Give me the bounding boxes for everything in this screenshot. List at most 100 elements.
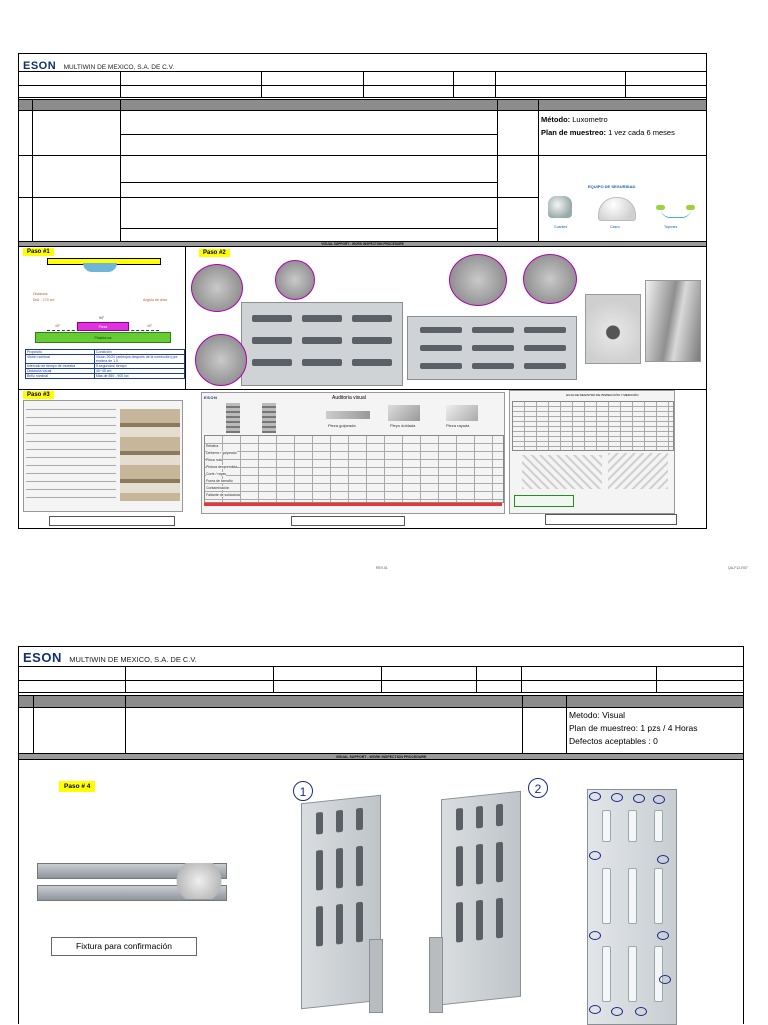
inspection-point (589, 931, 601, 940)
inspection-sheet-page-1: ESON MULTIWIN DE MEXICO, S.A. DE C.V. Mé… (18, 53, 707, 529)
earplugs-icon (656, 199, 696, 219)
inspection-point (657, 931, 669, 940)
fixture-photo (37, 863, 227, 901)
distance-value: Dist. : 170 cm (33, 298, 55, 302)
angle-right: 45° (147, 324, 153, 328)
spec-cell: 40~45 cm (96, 369, 112, 373)
plan-label: Plan de muestreo: (541, 128, 607, 137)
defects-line: Defectos aceptables : 0 (569, 736, 658, 746)
auditoria-row: Rebaba (206, 444, 219, 448)
step-2-label: Paso #2 (199, 249, 230, 257)
defect-label-3: Pieza rayada (446, 423, 470, 428)
step-1-label: Paso #1 (23, 248, 54, 256)
defect-label-2: Pleyo doblada (390, 423, 416, 428)
spec-cell: Propósito (26, 350, 95, 354)
magnifier-right-2 (523, 254, 577, 304)
auditoria-row: Deforme / golpeado (206, 451, 237, 455)
footer-revision: REV.01 (376, 566, 388, 570)
plan-line: Plan de muestreo: 1 pzs / 4 Horas (569, 723, 698, 733)
footer-form-code: QA-F12-R07 (728, 566, 748, 570)
spec-cell: Visión nominal (26, 355, 95, 363)
inspection-point (589, 1005, 601, 1014)
angle-left: 45° (55, 324, 61, 328)
inspection-point (653, 795, 665, 804)
safety-item-gloves: Guantes (554, 225, 568, 229)
auditoria-row: Pintura desprendida (206, 465, 238, 469)
light-cone (83, 263, 117, 272)
inspection-point (659, 975, 671, 984)
magnifier-right-1 (449, 254, 507, 306)
visual-support-band: VISUAL SUPPORT - WORK INSPECTION PROCEDU… (19, 241, 706, 247)
auditoria-title: Auditoria visual (332, 395, 366, 401)
method-line: Metodo: Visual (569, 710, 626, 720)
platform-label: Plataforma (94, 336, 112, 340)
view-number-1: 1 (293, 781, 313, 801)
safety-item-earplugs: Tapones (664, 225, 678, 229)
table-header-band (19, 99, 706, 111)
angle-label: Angulo de vista (143, 298, 167, 302)
spec-cell: Más de 850 - 900 lux (96, 374, 129, 378)
inspection-sheet-page-2: ESON MULTIWIN DE MEXICO, S.A. DE C.V. Me… (18, 646, 744, 1025)
part-top-view (587, 789, 677, 1025)
detail-photo-slot (585, 294, 641, 364)
spec-cell: Condición (96, 350, 112, 354)
angle-center: 90° (99, 316, 105, 320)
visual-support-title: VISUAL SUPPORT - WORK INSPECTION PROCEDU… (321, 242, 404, 246)
auditoria-visual-thumbnail: ESON Auditoria visual Pieza golpeada Ple… (201, 392, 505, 514)
spec-cell: Visión 20/20 (anteojos después de la cor… (96, 355, 178, 363)
inspection-point (611, 1007, 623, 1016)
plan-value: 1 vez cada 6 meses (608, 128, 675, 137)
inspection-point (589, 851, 601, 860)
inspection-form-title: HOJA DE REGISTRO DE INSPECCIÓN Y MEDICIÓ… (566, 393, 639, 397)
magnifier-left-top (191, 264, 243, 312)
visual-support-band-2: VISUAL SUPPORT - WORK INSPECTION PROCEDU… (19, 753, 743, 760)
method-value: Luxometro (572, 115, 608, 124)
part-photo-right (407, 316, 577, 380)
auditoria-row: Corte / rayas (206, 472, 227, 476)
auditoria-row: Contaminación (206, 486, 230, 490)
magnifier-left-bottom (195, 334, 247, 386)
part-view-1-tab (369, 939, 383, 1013)
company-name-2: MULTIWIN DE MEXICO, S.A. DE C.V. (69, 655, 197, 664)
spec-cell: 5 segundos/ tiempo (96, 364, 127, 368)
auditoria-row: Faltante de soldadura (206, 493, 240, 497)
spec-cell: Brillo nominal (26, 374, 95, 378)
header-logo-row-2: ESON MULTIWIN DE MEXICO, S.A. DE C.V. (23, 649, 723, 665)
header-logo-row: ESON MULTIWIN DE MEXICO, S.A. DE C.V. (23, 56, 703, 72)
method-block-2: Metodo: Visual Plan de muestreo: 1 pzs /… (569, 709, 739, 748)
spec-cell: Intervalo de tiempo de muestra (26, 364, 95, 368)
auditoria-row: Pieza rota (206, 458, 222, 462)
inspection-point (633, 794, 645, 803)
checklist-thumbnail (23, 400, 183, 512)
inspection-point (657, 855, 669, 864)
magnifier-left-center (275, 260, 315, 300)
view-number-2: 2 (528, 778, 548, 798)
piece-label: Pieza (98, 325, 108, 329)
detail-photo-bracket (645, 280, 701, 362)
table-header-band-2 (19, 695, 743, 708)
inspection-point (611, 793, 623, 802)
auditoria-logo: ESON (204, 395, 218, 400)
method-label: Método: (541, 115, 571, 124)
fixture-caption: Fixtura para confirmación (76, 941, 172, 951)
fixture-caption-box: Fixtura para confirmación (51, 937, 197, 956)
piece-box: Pieza (77, 322, 129, 331)
spec-cell: Distancia visual (26, 369, 95, 373)
inspection-point (635, 1007, 647, 1016)
visual-support-title-2: VISUAL SUPPORT - WORK INSPECTION PROCEDU… (335, 755, 427, 759)
part-view-2-tab (429, 937, 443, 1013)
step-3-label: Paso #3 (23, 391, 54, 399)
inspection-form-thumbnail: HOJA DE REGISTRO DE INSPECCIÓN Y MEDICIÓ… (509, 390, 675, 514)
platform-box: Plataforma (35, 332, 171, 343)
inspection-point (589, 792, 601, 801)
eson-logo-2: ESON (23, 650, 62, 665)
step-4-label: Paso # 4 (59, 781, 96, 792)
helmet-icon (598, 197, 636, 221)
part-photo-left (241, 302, 403, 386)
method-block: Método: Luxometro Plan de muestreo: 1 ve… (541, 113, 706, 139)
safety-equipment: EQUIPO DE SEGURIDAD Guantes Casco Tapone… (544, 181, 704, 237)
safety-item-helmet: Casco (610, 225, 620, 229)
lighting-diagram: Distancia Dist. : 170 cm Angulo de vista… (25, 258, 181, 346)
gloves-icon (548, 196, 572, 218)
